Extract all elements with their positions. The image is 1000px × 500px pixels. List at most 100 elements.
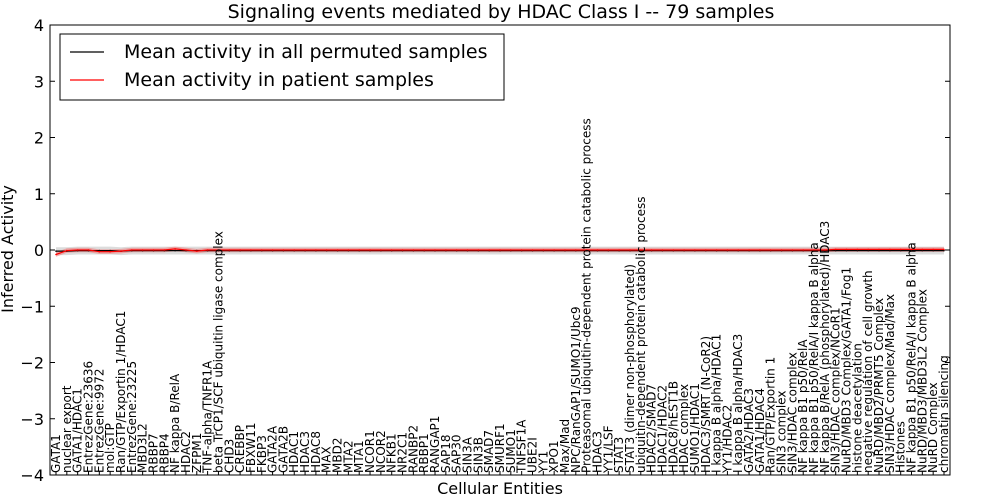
data-point-patient [813, 249, 815, 251]
data-point-patient [921, 248, 924, 251]
data-point-patient [889, 248, 891, 251]
data-point-permuted [174, 249, 176, 252]
category-label: SIN3/HDAC complex [785, 352, 799, 473]
category-label: HDAC8/hEST1B [666, 381, 680, 473]
category-label: GATA2B [276, 426, 290, 473]
category-label: HDAC1/HDAC2 [655, 385, 669, 473]
data-point-patient [520, 249, 523, 251]
legend-box [59, 33, 505, 101]
data-point-patient [66, 249, 68, 252]
y-tick-label: −1 [20, 297, 44, 316]
data-point-patient [185, 249, 187, 251]
category-label: GATA1/HDAC1 [71, 388, 85, 473]
data-point-patient [640, 249, 642, 251]
data-point-patient [109, 250, 111, 253]
data-point-patient [358, 249, 361, 251]
patient-band [56, 246, 944, 257]
category-label: SAP18 [439, 434, 453, 473]
category-label: RANBP2 [406, 425, 420, 473]
data-point-permuted [878, 249, 880, 252]
data-point-permuted [889, 249, 891, 252]
data-point-patient [76, 249, 79, 251]
data-point-patient [434, 249, 436, 251]
category-label: MTA1 [352, 440, 366, 473]
data-point-permuted [98, 249, 101, 252]
data-point-patient [748, 249, 750, 251]
category-label: GATA1/HDAC4 [753, 388, 767, 473]
category-label: GATA2A [266, 425, 280, 473]
data-point-patient [715, 249, 718, 251]
chart-title: Signaling events mediated by HDAC Class … [228, 1, 775, 23]
category-label: NuRD/MBD3/MBD3L2 Complex [915, 289, 929, 473]
category-label: STAT3 [612, 437, 626, 473]
category-label: FKBP3 [255, 435, 269, 473]
data-point-patient [369, 249, 371, 251]
category-label: RBBP7 [146, 433, 160, 473]
category-label: YY1 [536, 451, 550, 474]
category-label: HDAC2 [179, 431, 193, 473]
y-tick-label: −3 [20, 410, 44, 429]
data-point-patient [131, 249, 133, 251]
category-label: NF kappa B1 p50/RelA/I kappa B alpha [905, 242, 919, 473]
category-label: CHD3 [222, 439, 236, 473]
category-label: NFKB1 [385, 433, 399, 473]
data-point-patient [141, 249, 144, 251]
data-point-patient [380, 249, 382, 251]
data-point-patient [390, 249, 393, 251]
category-label: NCOR1 [363, 430, 377, 473]
category-label: Max/Mad [558, 419, 572, 473]
category-label: nuclear export [60, 385, 74, 473]
category-label: UBE2I [525, 437, 539, 473]
data-point-patient [585, 249, 588, 251]
category-label: TNFSF1A [515, 419, 529, 474]
category-label: SAP30 [450, 434, 464, 473]
data-point-patient [423, 249, 426, 251]
data-point-permuted [921, 249, 924, 252]
category-label: I kappa B alpha/HDAC3 [731, 334, 745, 473]
category-label: negative regulation of cell growth [861, 270, 875, 473]
category-label: mol:GTP [103, 423, 117, 473]
category-label: ubiquitin-dependent protein catabolic pr… [634, 197, 648, 473]
category-label: CREBBP [233, 425, 247, 473]
category-label: HDAC3 [590, 431, 604, 473]
data-point-patient [304, 249, 306, 251]
category-label: I kappa B alpha/HDAC1 [710, 334, 724, 473]
category-label: ZFPM1 [190, 433, 204, 473]
data-point-patient [152, 249, 155, 251]
data-point-patient [315, 249, 317, 251]
data-point-patient [217, 249, 220, 251]
category-label: Proteasomal ubiquitin-dependent protein … [580, 118, 594, 473]
data-point-patient [174, 248, 176, 250]
data-point-permuted [910, 249, 913, 252]
y-tick-label: −2 [20, 354, 44, 373]
data-point-patient [293, 249, 296, 251]
category-label: YY1/HDAC2 [720, 405, 734, 474]
data-point-patient [878, 248, 880, 251]
category-label: NCOR2 [374, 430, 388, 473]
category-label: NF kappa B1 p50/RelA [796, 339, 810, 473]
category-label: RBBP1 [417, 433, 431, 473]
legend-label-patient: Mean activity in patient samples [124, 69, 434, 91]
category-label: NPC/RanGAP1/SUMO1/Ubc9 [569, 306, 583, 473]
category-label: STAT3 (dimer non-phosphorylated) [623, 264, 637, 473]
data-point-patient [55, 253, 57, 256]
data-point-patient [780, 249, 783, 251]
category-label: MAX [320, 446, 334, 473]
y-tick-label: 0 [34, 241, 44, 260]
lines-layer [55, 248, 945, 256]
data-point-patient [325, 249, 328, 251]
data-point-patient [239, 249, 241, 251]
data-point-patient [791, 249, 794, 251]
category-label: NF kappa B/RelA (phosphorylated)/HDAC3 [818, 221, 832, 473]
category-label: SIN3/HDAC complex/Mad/Max [883, 294, 897, 473]
category-label: HDAC8 [309, 431, 323, 473]
data-point-patient [196, 250, 198, 252]
legend: Mean activity in all permuted samples Me… [59, 33, 505, 101]
data-point-patient [206, 249, 209, 251]
data-point-patient [694, 249, 696, 251]
y-tick-label: 1 [34, 185, 44, 204]
data-point-permuted [867, 249, 869, 252]
